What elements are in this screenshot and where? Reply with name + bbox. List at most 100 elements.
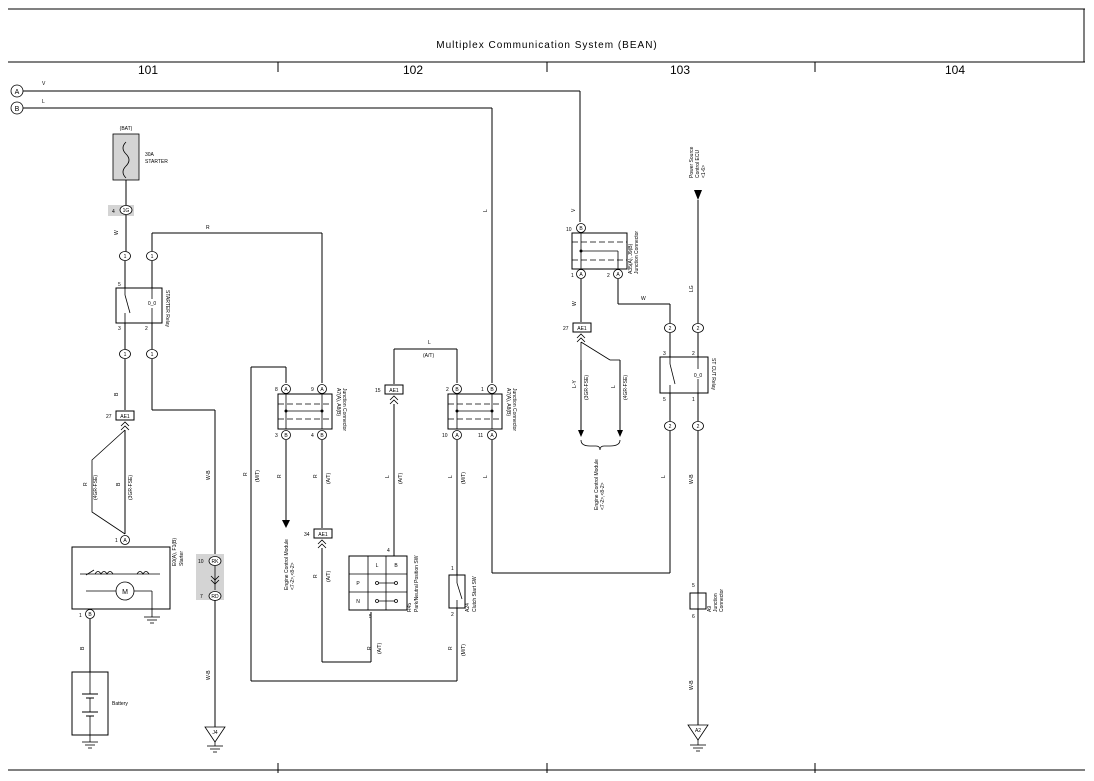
connector-ae1-34: 34 AE1 [304, 528, 333, 549]
pin-label: 6 [692, 614, 695, 620]
diagram-frame [8, 8, 1085, 773]
column-header: 102 [403, 63, 423, 77]
pin-label: 1 [571, 273, 574, 279]
pin-label: 1 [481, 387, 484, 393]
starter-label-1: E0(A), F1(B) [172, 538, 178, 566]
wire-label: R [313, 574, 319, 578]
pin-label: 2 [446, 387, 449, 393]
connector-label: AE1 [318, 532, 328, 538]
page-title: Multiplex Communication System (BEAN) [436, 40, 658, 51]
pin-label: 3 [118, 326, 121, 332]
pin-label: 3 [663, 351, 666, 357]
pnp-sw-label-2: Park/Neutral Position SW [414, 555, 420, 612]
pin-label: 2 [692, 351, 695, 357]
connector-label: B [455, 387, 459, 393]
pnp-sw-label-1: R45 [407, 603, 413, 612]
pin-label: 10 [198, 559, 204, 565]
clutch-start-switch: 1 2 [448, 566, 466, 618]
pin-label: 9 [311, 387, 314, 393]
pin-label: 27 [106, 414, 112, 420]
connector-ae1-15: 27 AE1 [563, 322, 592, 343]
jc-a35-label-2: Junction Connector [634, 231, 640, 274]
jc-a9-label-1: A9 [707, 606, 713, 612]
pin-label: 1 [115, 538, 118, 544]
connector-label: 2 [697, 326, 700, 332]
starter-label-2: Starter [179, 551, 185, 566]
pin-label: 1 [692, 397, 695, 403]
starter-connector-b: 1 B [79, 609, 95, 619]
starter-connector-a: 1 A [115, 535, 130, 545]
column-header: 101 [138, 63, 158, 77]
fuse-rating: 30A [145, 152, 155, 158]
pin-label: 4 [112, 209, 115, 215]
pnp-position-p: P [356, 581, 360, 587]
wire-label: R [243, 472, 249, 476]
wire-label: L [483, 209, 489, 212]
svg-text:M: M [122, 589, 128, 596]
wire-label: W [641, 296, 646, 302]
fuse-name: STARTER [145, 159, 168, 165]
park-neutral-position-switch: 4 L B P N 5 [348, 548, 408, 620]
bus-b-wire: L [42, 99, 45, 105]
clutch-sw-label-1: A24 [465, 603, 471, 612]
pin-label: 27 [563, 326, 569, 332]
connector-label: A [579, 272, 583, 278]
wire-label: W-B [689, 474, 695, 484]
ecm-label-1: Engine Control Module [284, 539, 290, 590]
svg-text:0_0: 0_0 [694, 373, 703, 379]
wire-label: L [611, 385, 617, 388]
pin-label: 5 [118, 282, 121, 288]
pin-label: 34 [304, 532, 310, 538]
fuse-supply: (BAT) [120, 126, 133, 132]
column-headers: 101 102 103 104 [138, 63, 965, 77]
jc-a9-label-3: Connector [719, 589, 725, 612]
svg-text:0_0: 0_0 [148, 301, 157, 307]
variant-label: (3GR-FSE) [128, 475, 134, 500]
connector-label: 1 [124, 254, 127, 260]
wire-label: W-B [206, 470, 212, 480]
pin-label: 5 [692, 583, 695, 589]
wire-label: B [116, 482, 122, 486]
clutch-sw-label-2: Clutch Start SW [472, 576, 478, 612]
jc-a7b-label-2: Junction Connector [511, 388, 517, 431]
relay-bottom-connectors: 1 1 [119, 349, 158, 359]
pin-label: 11 [478, 433, 483, 439]
connector-1g: 4 1G [108, 205, 134, 216]
bus-b-label: B [15, 106, 20, 113]
connector-label: AE1 [389, 388, 399, 394]
column-header: 103 [670, 63, 690, 77]
connector-label: A [490, 433, 494, 439]
variant-label: (A/T) [398, 473, 404, 484]
junction-connector-a35: 10 B 1 A 2 A [566, 223, 628, 279]
variant-label: (A/T) [326, 571, 332, 582]
variant-label: (3GR-FSE) [584, 375, 590, 400]
connector-label: AE1 [120, 414, 130, 420]
battery [71, 671, 109, 749]
ground-j4: J4 [204, 726, 226, 753]
pin-label: 5 [369, 614, 372, 620]
jc-a9-label-2: Junction [713, 593, 719, 612]
connector-label: 2 [669, 326, 672, 332]
pin-label: 7 [200, 594, 203, 600]
wire-label: W-B [206, 670, 212, 680]
connector-label: RK [212, 559, 220, 565]
connector-label: B [320, 433, 324, 439]
connector-label: 2 [669, 424, 672, 430]
pin-label: 15 [375, 388, 381, 394]
pin-label: 2 [145, 326, 148, 332]
connector-label: A2 [695, 728, 701, 734]
variant-label: (M/T) [461, 472, 467, 484]
column-header: 104 [945, 63, 965, 77]
pin-label: 5 [663, 397, 666, 403]
ecm2-label-1: Engine Control Module [594, 459, 600, 510]
pin-label: 1 [451, 566, 454, 572]
ground-a2: A2 [687, 724, 709, 752]
connector-label: A [455, 433, 459, 439]
wire-label: R [277, 474, 283, 478]
wire-label: R [367, 646, 373, 650]
connector-label: 1 [151, 352, 154, 358]
st-cut-relay-label: ST CUT Relay [710, 358, 716, 391]
starter-relay-label: STARTER Relay [164, 290, 170, 328]
connector-ae1-27: 27 AE1 [106, 410, 135, 431]
bus-b: B L [10, 99, 493, 383]
